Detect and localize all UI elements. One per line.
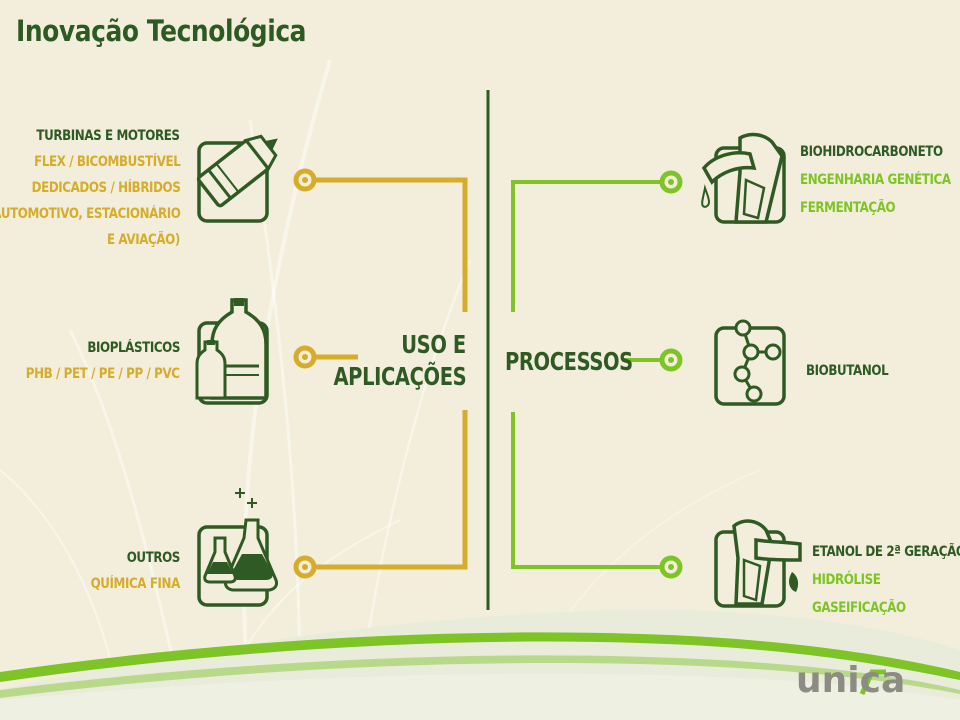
page-title: Inovação Tecnológica	[16, 14, 307, 48]
fuel-nozzle-icon	[701, 132, 786, 224]
left-hub-line-2: APLICAÇÕES	[333, 362, 466, 391]
fuel-nozzle-leaf-icon	[714, 519, 802, 608]
right-item-1-sub-1: ENGENHARIA GENÉTICA	[800, 172, 951, 188]
left-item-2-sub-1: PHB / PET / PE / PP / PVC	[26, 366, 180, 382]
right-item-1-sub-2: FERMENTAÇÃO	[800, 200, 896, 216]
right-item-3-name: ETANOL DE 2ª GERAÇÃO	[812, 544, 960, 560]
unica-logo-text: unica	[796, 660, 906, 701]
right-connectors	[511, 180, 660, 569]
right-item-3-sub-1: HIDRÓLISE	[812, 572, 881, 588]
left-hub-line-1: USO E	[401, 330, 466, 359]
left-connectors	[316, 177, 468, 570]
left-item-2-name: BIOPLÁSTICOS	[87, 340, 180, 356]
bottles-icon	[195, 298, 269, 405]
left-connector-nodes	[293, 168, 317, 579]
left-item-1-sub-1: FLEX / BICOMBUSTÍVEL	[33, 154, 181, 170]
left-item-3-sub-1: QUÍMICA FINA	[90, 576, 181, 592]
right-item-3-sub-2: GASEIFICAÇÃO	[812, 600, 906, 616]
left-item-1-name: TURBINAS E MOTORES	[36, 128, 181, 144]
molecule-icon	[714, 319, 786, 406]
flasks-icon	[197, 488, 278, 607]
right-item-2-name: BIOBUTANOL	[806, 363, 889, 379]
turbine-icon	[196, 134, 278, 223]
left-item-3-name: OUTROS	[126, 550, 181, 566]
right-hub-label: PROCESSOS	[505, 347, 633, 376]
left-item-1-sub-3: (AUTOMOTIVO, ESTACIONÁRIO	[0, 206, 180, 222]
bottom-swoosh	[0, 609, 960, 720]
left-item-1-sub-2: DEDICADOS / HÍBRIDOS	[31, 180, 180, 196]
left-item-1-sub-4: E AVIAÇÃO)	[107, 232, 180, 248]
right-connector-nodes	[659, 170, 683, 579]
unica-logo-mark	[859, 669, 886, 696]
right-item-1-name: BIOHIDROCARBONETO	[800, 144, 943, 160]
